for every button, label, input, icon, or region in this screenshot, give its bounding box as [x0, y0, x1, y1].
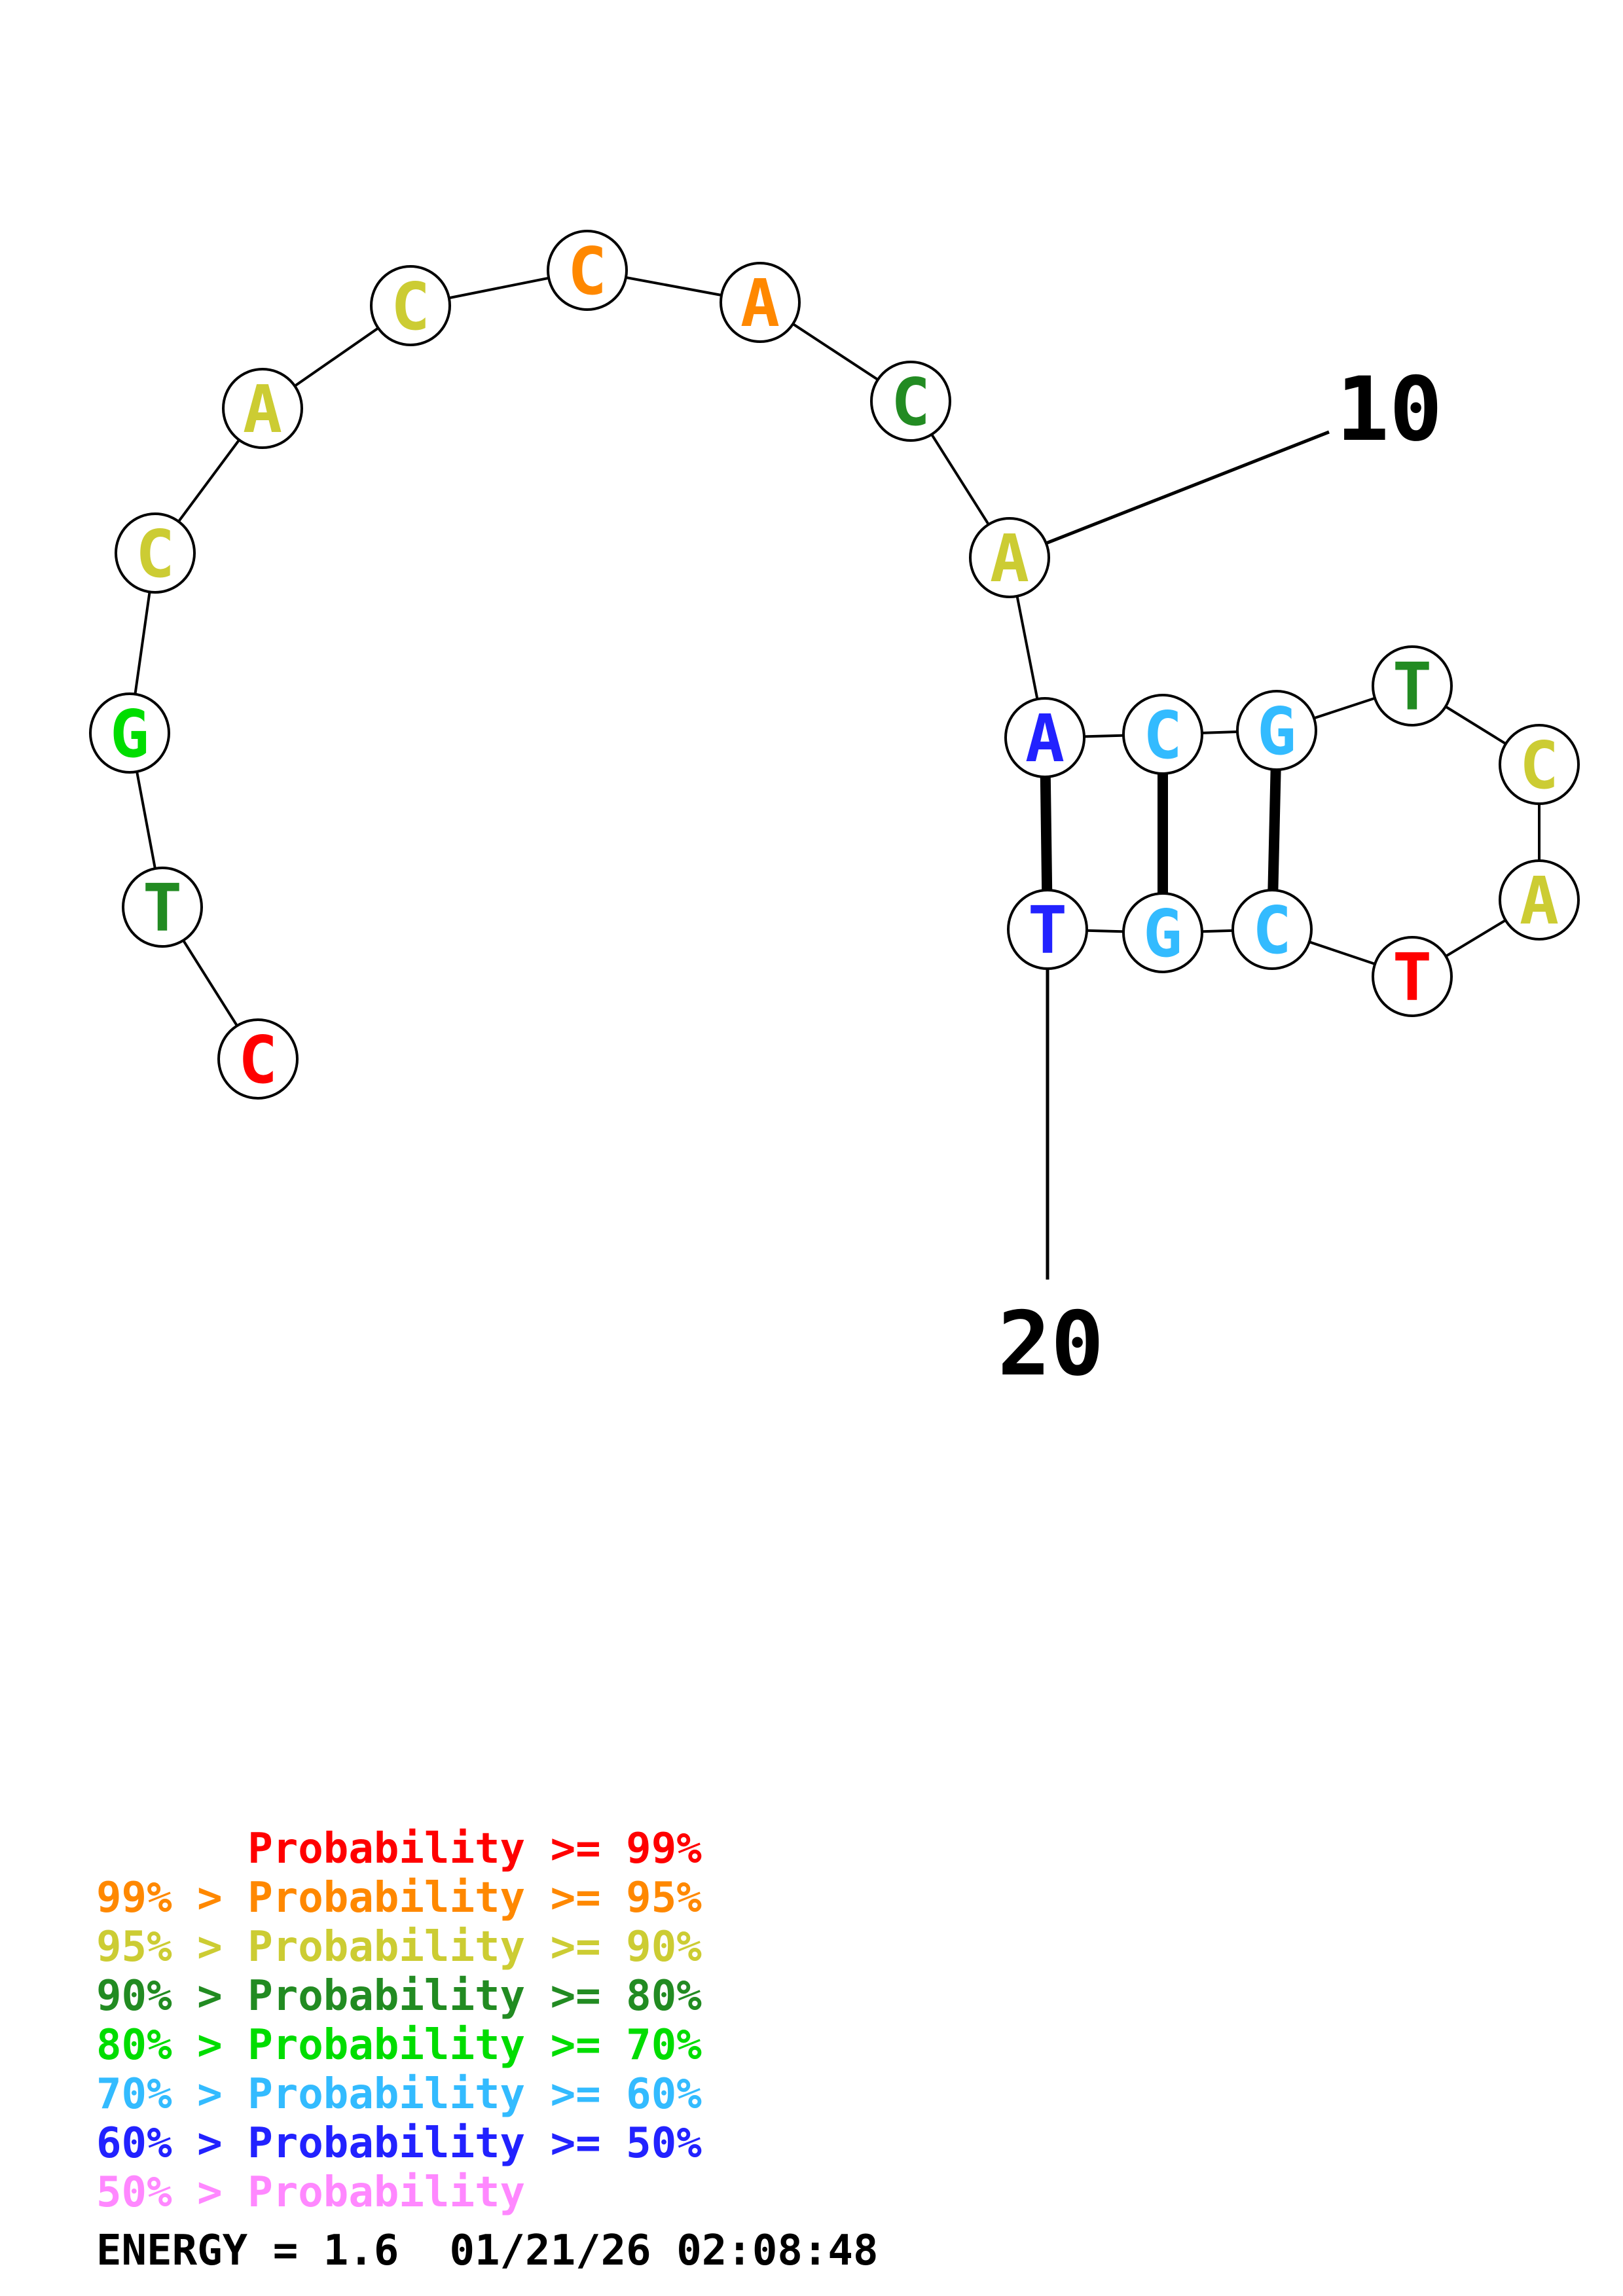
nucleotide-base: G [1257, 693, 1296, 770]
nucleotide-base: T [143, 870, 182, 946]
nucleotide-circle [115, 512, 196, 594]
label-leader-line [1009, 430, 1330, 560]
legend-line: 95% > Probability >= 90% [96, 1923, 702, 1971]
nucleotide-base: A [740, 265, 780, 342]
nucleotide-circle [969, 517, 1050, 598]
nucleotide-circle [1122, 694, 1203, 775]
nucleotide-base: T [1393, 649, 1432, 725]
nucleotide-base: T [1393, 939, 1432, 1016]
nucleotide-base: C [238, 1022, 278, 1098]
nucleotide-base: T [1028, 892, 1067, 969]
nucleotide-circle [217, 1018, 299, 1100]
nucleotide-circle [547, 230, 628, 311]
nucleotide-circle [1004, 697, 1085, 778]
position-label: 20 [998, 1293, 1104, 1395]
nucleotide-circle [1122, 892, 1203, 973]
nucleotide-base: C [891, 364, 930, 440]
legend-line: 80% > Probability >= 70% [96, 2021, 702, 2070]
nucleotide-circle [222, 368, 303, 449]
nucleotide-circle [1236, 690, 1317, 771]
nucleotide-circle [1499, 724, 1580, 805]
legend-line: 70% > Probability >= 60% [96, 2070, 702, 2119]
nucleotide-base: C [391, 268, 430, 345]
nucleotide-circle [370, 265, 451, 346]
nucleotide-circle [720, 262, 801, 343]
nucleotide-circle [1372, 936, 1453, 1017]
nucleotide-circle [1372, 645, 1453, 726]
nucleotide-circle [122, 867, 203, 948]
nucleotide-base: A [243, 371, 282, 448]
nucleotide-base: C [1143, 697, 1182, 774]
nucleotide-base: A [1520, 863, 1559, 939]
legend-line: 60% > Probability >= 50% [96, 2119, 702, 2168]
nucleotide-base: G [1143, 895, 1182, 972]
nucleotide-base: G [110, 696, 149, 772]
legend-line: 99% > Probability >= 95% [96, 1874, 702, 1922]
nucleotide-base: A [990, 520, 1029, 597]
nucleotide-circle [1499, 859, 1580, 941]
nucleotide-circle [870, 361, 951, 442]
nucleotide-base: A [1025, 700, 1065, 777]
position-label: 10 [1336, 358, 1443, 461]
legend-line: 50% > Probability [96, 2168, 526, 2217]
nucleotide-circle [89, 692, 170, 774]
nucleotide-circle [1231, 889, 1313, 970]
nucleotide-circle [1007, 889, 1088, 970]
nucleotide-base: C [1520, 727, 1559, 804]
nucleotide-base: C [568, 233, 607, 310]
energy-footer: ENERGY = 1.6 01/21/26 02:08:48 [96, 2227, 879, 2275]
legend-line: 90% > Probability >= 80% [96, 1972, 702, 2020]
legend: Probability >= 99%99% > Probability >= 9… [96, 1825, 702, 2217]
nucleotide-base: C [1252, 892, 1292, 969]
nucleotide-base: C [136, 516, 175, 592]
legend-line: Probability >= 99% [96, 1825, 702, 1873]
